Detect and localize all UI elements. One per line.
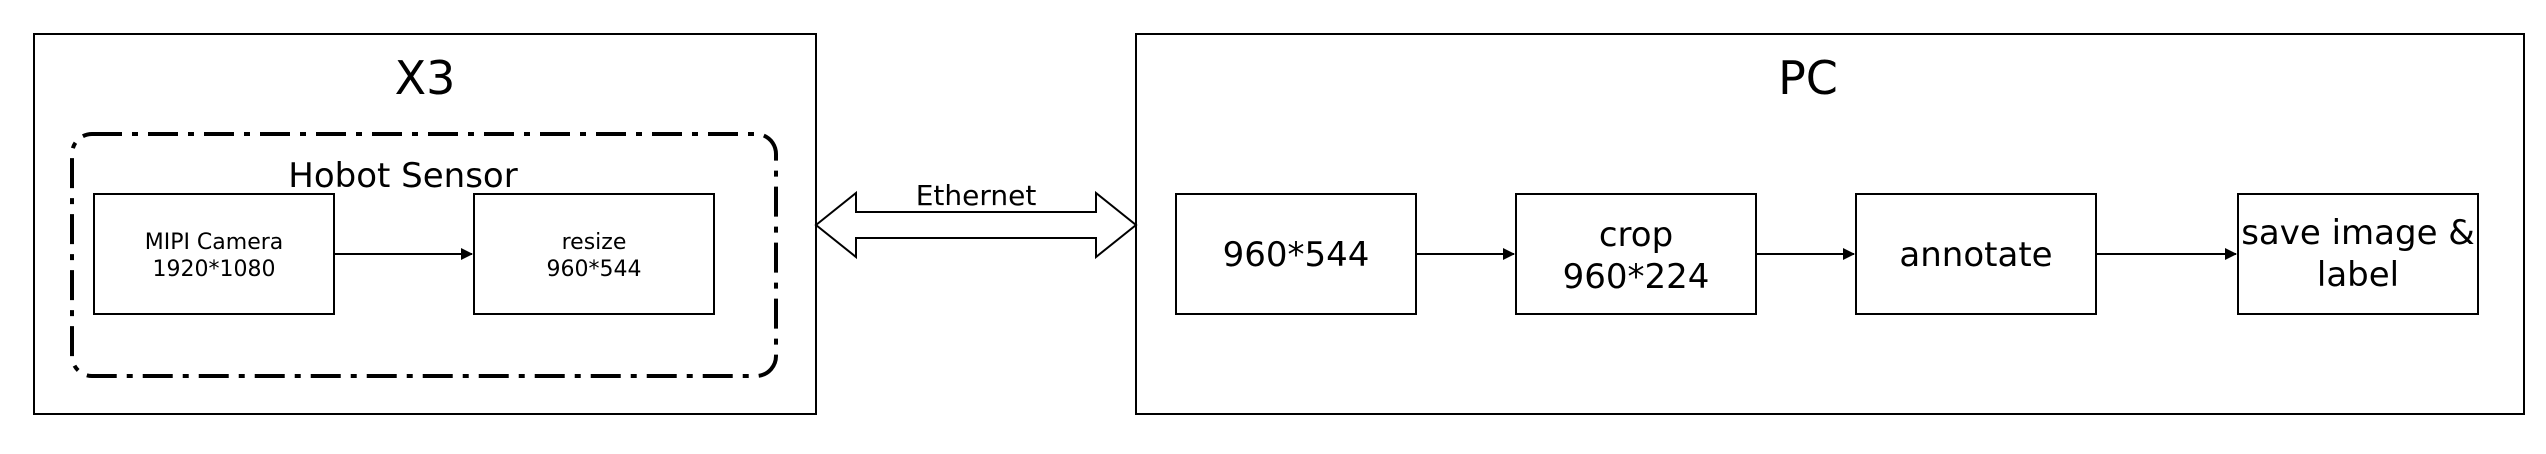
resize-label: resize — [562, 230, 627, 255]
input-frame-label: 960*544 — [1223, 235, 1370, 275]
pc-container — [1135, 33, 2525, 415]
annotate-box — [1855, 193, 2097, 315]
mipi-camera-label: MIPI Camera — [145, 230, 284, 255]
resize-resolution: 960*544 — [547, 257, 642, 282]
save-box — [2237, 193, 2479, 315]
crop-resolution: 960*224 — [1563, 257, 1710, 297]
hobot-sensor-group — [70, 132, 778, 378]
resize-box — [473, 193, 715, 315]
hobot-sensor-label: Hobot Sensor — [288, 156, 517, 196]
crop-label: crop — [1599, 215, 1673, 255]
pc-title: PC — [1778, 51, 1838, 105]
crop-box — [1515, 193, 1757, 315]
annotate-label: annotate — [1899, 235, 2052, 275]
x3-title: X3 — [395, 51, 456, 105]
mipi-camera-resolution: 1920*1080 — [153, 257, 276, 282]
ethernet-label: Ethernet — [916, 179, 1037, 212]
save-label-line1: save image & — [2241, 213, 2475, 253]
mipi-camera-box — [93, 193, 335, 315]
save-label-line2: label — [2317, 255, 2399, 295]
